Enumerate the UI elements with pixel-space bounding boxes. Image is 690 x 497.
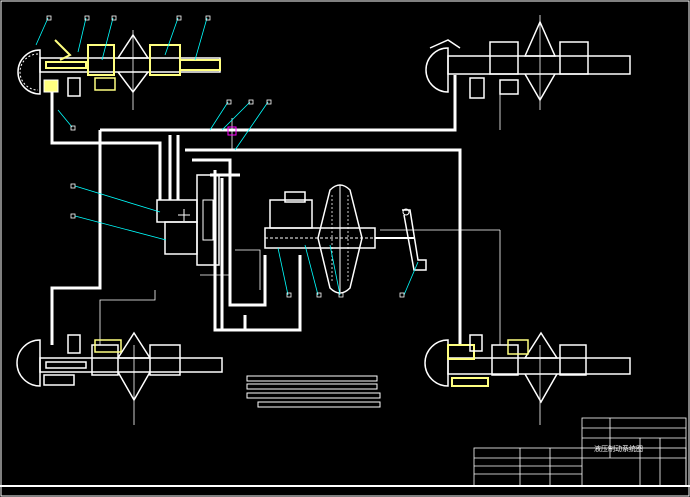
technical-notes: [246, 375, 381, 408]
brake-pipelines: [50, 75, 462, 345]
brake-pedal: [375, 208, 427, 271]
vacuum-booster: [317, 184, 363, 294]
master-cylinder: [264, 191, 376, 249]
callout-marker: [227, 126, 237, 136]
title-block: [473, 417, 687, 487]
proportioning-valve: [156, 174, 220, 266]
wheel-rear-right: [424, 331, 631, 404]
title-block-title: 液压制动系统图: [594, 444, 643, 453]
wheel-rear-left: [16, 331, 223, 402]
wheel-front-right: [425, 20, 631, 102]
leader-lines: [35, 17, 419, 296]
callout-label-boxes: [46, 15, 405, 298]
wheel-front-left: [17, 33, 221, 97]
thin-lines: [99, 15, 541, 425]
